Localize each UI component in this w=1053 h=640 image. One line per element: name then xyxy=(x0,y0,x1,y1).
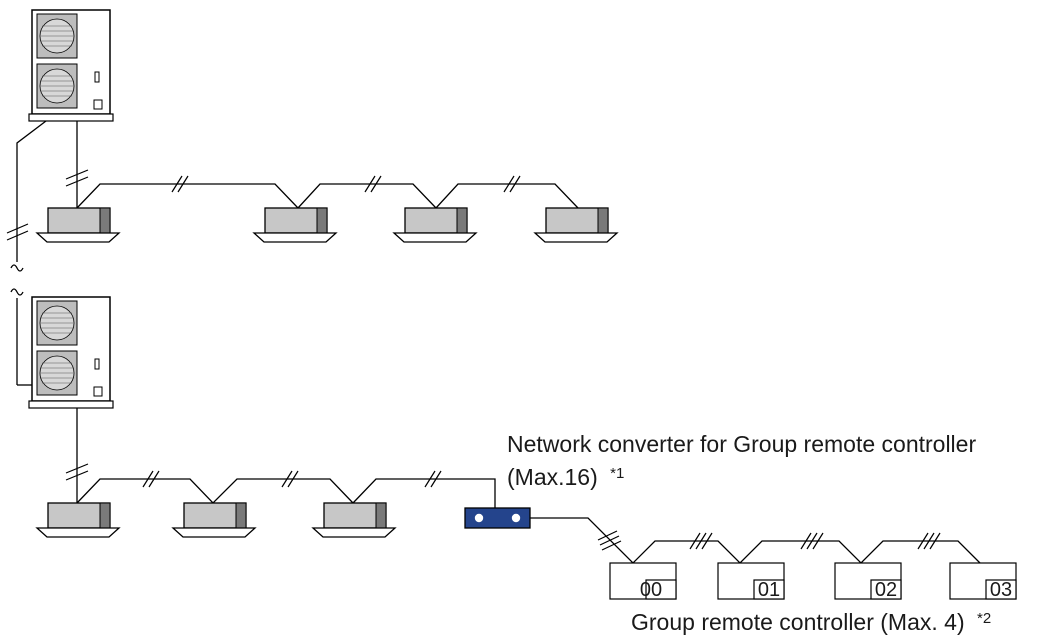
indoor-unit-icon xyxy=(172,502,256,538)
controller-address: 01 xyxy=(758,579,780,601)
group-remote-controller: 00 xyxy=(609,562,677,601)
group-remote-controller-label-text: Group remote controller (Max. 4) xyxy=(631,609,965,635)
outdoor-unit-icon xyxy=(28,296,114,409)
remote-line xyxy=(530,517,981,564)
group-remote-controller: 02 xyxy=(834,562,902,601)
transmission-line xyxy=(76,478,496,508)
network-converter-icon xyxy=(464,507,531,529)
indoor-unit-icon xyxy=(312,502,396,538)
wire-mark xyxy=(6,223,29,234)
outdoor-unit-icon xyxy=(28,9,114,122)
network-converter-max-text: (Max.16) xyxy=(507,464,598,490)
indoor-unit-icon xyxy=(534,207,618,243)
indoor-unit-icon xyxy=(393,207,477,243)
network-converter-label: Network converter for Group remote contr… xyxy=(507,431,976,457)
wire-mark xyxy=(6,230,29,241)
controller-address: 02 xyxy=(875,579,897,601)
indoor-unit-icon xyxy=(36,207,120,243)
break-symbol xyxy=(10,288,24,296)
break-symbol xyxy=(10,264,24,272)
network-converter-max: (Max.16) *1 xyxy=(507,464,624,490)
footnote-marker: *1 xyxy=(610,465,624,482)
footnote-marker: *2 xyxy=(977,610,991,627)
controller-address: 03 xyxy=(990,579,1012,601)
wire xyxy=(16,120,47,262)
indoor-unit-icon xyxy=(253,207,337,243)
group-remote-controller: 01 xyxy=(717,562,785,601)
group-remote-controller: 03 xyxy=(949,562,1017,601)
indoor-unit-icon xyxy=(36,502,120,538)
controller-address: 00 xyxy=(640,579,662,601)
transmission-line xyxy=(76,183,579,209)
group-remote-controller-label: Group remote controller (Max. 4) *2 xyxy=(631,609,991,635)
